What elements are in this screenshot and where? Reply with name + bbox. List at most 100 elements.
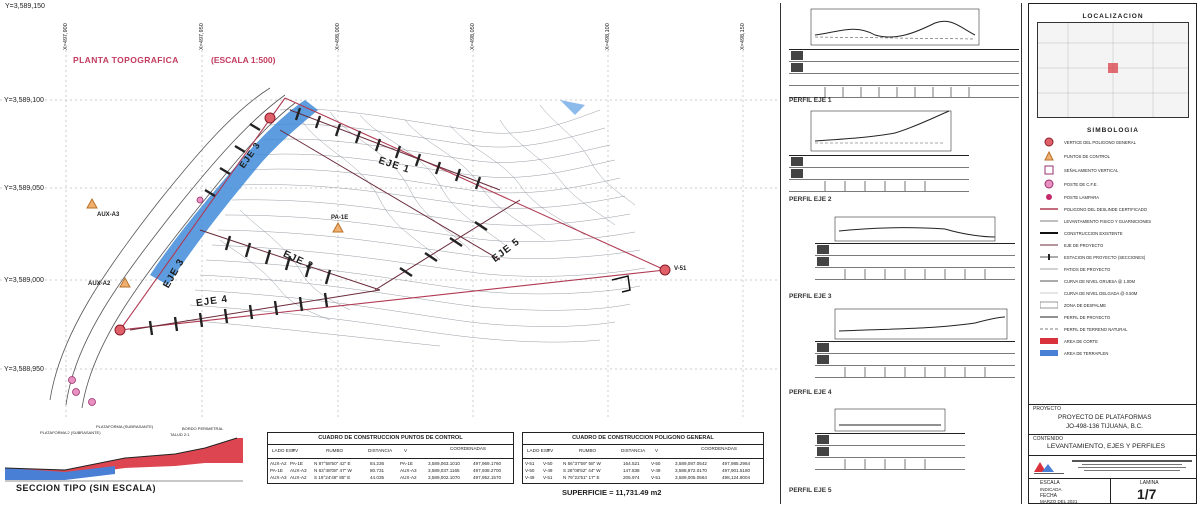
section-label-bordo: BORDO PERIMETRAL: [182, 426, 224, 431]
symbol-label: CONSTRUCCION EXISTENTE: [1064, 230, 1123, 236]
survey-line-icon: [1040, 217, 1058, 225]
control-cell: 3,589,063.1010: [428, 461, 460, 466]
contour-thin-icon: [1040, 289, 1058, 297]
point-pa-1e: PA-1E: [331, 215, 349, 221]
control-header-pv: PV: [292, 448, 299, 453]
symbol-poligono: POLIGONO DEL DESLINDE CERTIFICADO: [1040, 203, 1147, 215]
polygon-cell: N 79°22'51" 17" E: [563, 475, 600, 480]
symbol-estacion: ESTACION DE PROYECTO (SECCIONES): [1040, 251, 1145, 263]
profiles-drawing: [789, 8, 1019, 470]
control-cell: 497,952.1570: [473, 475, 502, 480]
control-header-v: V: [404, 448, 408, 453]
terrain-profile-icon: [1040, 325, 1058, 333]
symbol-label: CURVA DE NIVEL DELGADA @ 0.50M: [1064, 290, 1138, 296]
polygon-cell: V-51: [543, 475, 553, 480]
proyecto-name: PROYECTO DE PLATAFORMAS: [1058, 414, 1152, 421]
building-line-icon: [1040, 229, 1058, 237]
control-cell: 80.731: [370, 468, 385, 473]
polygon-cell: 3,589,005.0564: [675, 475, 707, 480]
topographic-plan: [0, 30, 780, 420]
perfil-eje-3-label: PERFIL EJE 3: [789, 293, 832, 300]
lamp-post-icon: [1040, 193, 1058, 201]
plan-scale: (ESCALA 1:500): [211, 55, 276, 65]
section-label-talud: TALUD 2:1: [170, 432, 190, 437]
symbol-curva-delgada: CURVA DE NIVEL DELGADA @ 0.50M: [1040, 287, 1137, 299]
polygon-header-distancia: DISTANCIA: [621, 448, 646, 453]
symbol-label: CURVA DE NIVEL GRUESA @ 1.00M: [1064, 278, 1135, 284]
polygon-cell: V-51: [651, 475, 661, 480]
polygon-cell: V-50: [651, 461, 661, 466]
symbol-label: POSTE LAMPARA: [1064, 194, 1100, 200]
control-header-rumbo: RUMBO: [326, 448, 344, 453]
proyecto-label: PROYECTO: [1033, 406, 1061, 412]
coord-y-4: Y=3,588,950: [4, 366, 44, 373]
tb-divider-3: [1028, 455, 1197, 456]
control-cell: AUX-A3: [270, 475, 287, 480]
symbol-perfil-terreno: PERFIL DE TERRENO NATURAL: [1040, 323, 1127, 335]
symbol-label: PERFIL DE TERRENO NATURAL: [1064, 326, 1128, 332]
symbol-label: POSTE DE C.F.E.: [1064, 181, 1098, 187]
polygon-cell: 498,124.9004: [722, 475, 751, 480]
typical-section-drawing: [5, 437, 243, 482]
fecha-value: MARZO DEL 2021: [1040, 499, 1078, 504]
symbol-curva-gruesa: CURVA DE NIVEL GRUESA @ 1.00M: [1040, 275, 1135, 287]
section-label-plataforma2: PLATAFORMA 2 (SUBRASANTE): [40, 430, 101, 435]
symbol-label: POLIGONO DEL DESLINDE CERTIFICADO: [1064, 206, 1148, 212]
control-points-table: CUADRO DE CONSTRUCCION PUNTOS DE CONTROL…: [267, 432, 514, 484]
localizacion-title: LOCALIZACION: [1082, 13, 1144, 20]
symbol-label: PUNTOS DE CONTROL: [1064, 153, 1110, 159]
control-cell: 3,589,002.1070: [428, 475, 460, 480]
control-point-icon: [1040, 151, 1058, 161]
tb-divider-2: [1028, 434, 1197, 435]
symbol-puntos-control: PUNTOS DE CONTROL: [1040, 150, 1110, 162]
company-info: [1072, 458, 1192, 476]
polygon-cell: 205.974: [623, 475, 640, 480]
section-label-plataforma: PLATAFORMA (SUBRASANTE): [96, 424, 154, 429]
symbol-label: VERTICE DEL POLIGONO GENERAL: [1064, 139, 1136, 145]
polygon-cell: N 56°37'59" 58" W: [563, 461, 601, 466]
vertice-icon: [1040, 137, 1058, 147]
control-cell: PA-1E: [400, 461, 413, 466]
symbol-label: SEÑALAMIENTO VERTICAL: [1064, 167, 1119, 173]
lamina-value: 1/7: [1137, 486, 1157, 502]
contenido-value: LEVANTAMIENTO, EJES Y PERFILES: [1047, 443, 1165, 450]
control-cell: AUX-A2: [290, 475, 307, 480]
yard-line-icon: [1040, 265, 1058, 273]
perfil-eje-5-label: PERFIL EJE 5: [789, 487, 832, 494]
section-title: SECCION TIPO (SIN ESCALA): [16, 483, 157, 493]
polygon-cell: V-50: [525, 468, 535, 473]
control-header-coordenadas: COORDENADAS: [450, 446, 486, 451]
contour-thick-icon: [1040, 277, 1058, 285]
symbol-eje: EJE DE PROYECTO: [1040, 239, 1103, 251]
control-cell: 84.236: [370, 461, 385, 466]
control-cell: S 19°24'48" 85" E: [314, 475, 351, 480]
fecha-label: FECHA: [1040, 493, 1057, 499]
symbol-label: LEVANTAMIENTO FISICO Y GUARNICIONES: [1064, 218, 1152, 224]
polygon-cell: V-50: [543, 461, 553, 466]
control-cell: N 63°48'08" 47" W: [314, 468, 352, 473]
symbol-area-terraplen: AREA DE TERRAPLEN: [1040, 347, 1108, 359]
symbol-label: PATIOS DE PROYECTO: [1064, 266, 1111, 272]
power-pole-icon: [1040, 179, 1058, 189]
escala-value: INDICADA: [1040, 487, 1062, 492]
symbol-despalme: ZONA DE DESPALME: [1040, 299, 1106, 311]
polygon-cell: 147.838: [623, 468, 640, 473]
control-table-title: CUADRO DE CONSTRUCCION PUNTOS DE CONTROL: [318, 435, 463, 441]
symbol-construccion: CONSTRUCCION EXISTENTE: [1040, 227, 1123, 239]
symbol-label: PERFIL DE PROYECTO: [1064, 314, 1111, 320]
tb-divider-5: [1110, 478, 1111, 504]
perfil-eje-2-label: PERFIL EJE 2: [789, 196, 832, 203]
company-logo: [1034, 462, 1064, 474]
axis-line-icon: [1040, 241, 1058, 249]
control-cell: 44.035: [370, 475, 385, 480]
polygon-header-lado: LADO EST.: [527, 448, 551, 453]
profiles-frame: [780, 3, 1022, 504]
coord-y-top: Y=3,589,150: [5, 3, 45, 10]
polygon-header-coordenadas: COORDENADAS: [701, 446, 737, 451]
polygon-table-title: CUADRO DE CONSTRUCCION POLIGONO GENERAL: [572, 435, 714, 441]
point-v-51: V-51: [674, 266, 687, 272]
point-aux-a3: AUX-A3: [97, 212, 120, 218]
symbol-poste-lampara: POSTE LAMPARA: [1040, 191, 1099, 203]
symbol-vertice: VERTICE DEL POLIGONO GENERAL: [1040, 136, 1136, 148]
station-icon: [1040, 253, 1058, 261]
